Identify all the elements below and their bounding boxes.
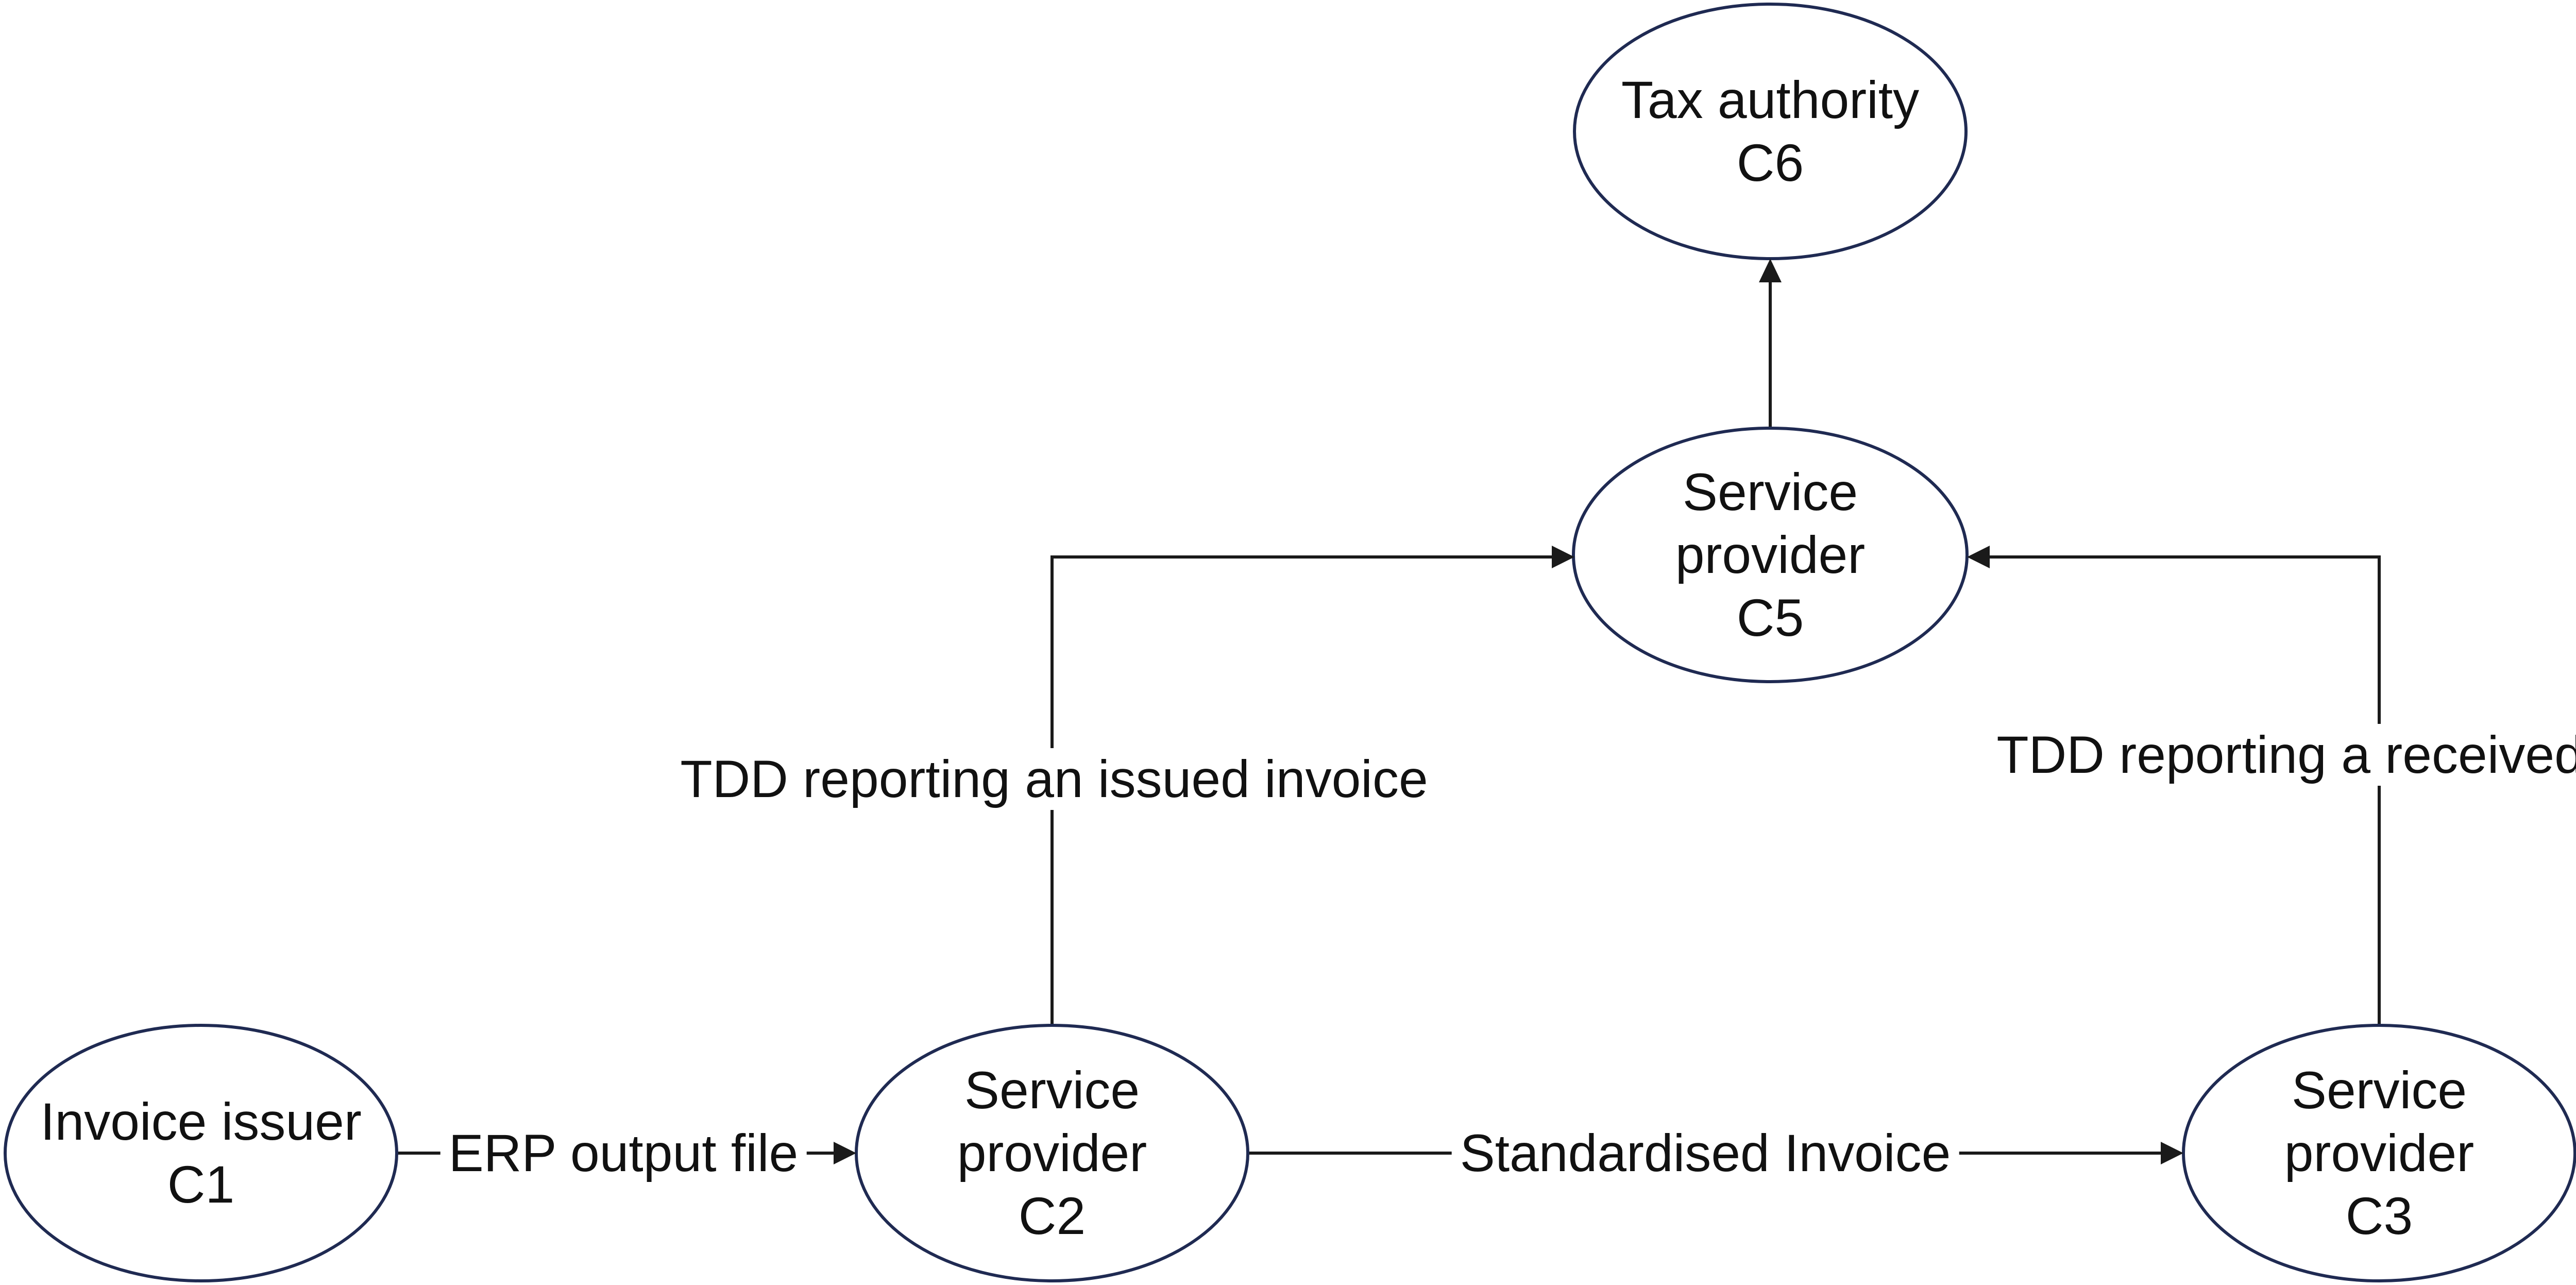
node-c2-label-line: C2 [1018,1187,1086,1245]
arrowhead-right-into-c2-icon [834,1142,856,1164]
arrowhead-right-into-c3-icon [2161,1142,2183,1164]
edge-c3-c5-line [1989,555,2381,1024]
node-c6-label: Tax authority C6 [1621,69,1919,194]
node-c6-label-line: C6 [1736,133,1804,192]
node-c3-label-line: Service [2291,1061,2467,1120]
node-c2-label-line: Service [964,1061,1140,1120]
node-c5-ellipse [1572,427,1969,683]
node-c2-label-line: provider [957,1124,1147,1182]
node-c1-label: Invoice issuer C1 [40,1090,362,1216]
node-c3-label: Service provider C3 [2284,1059,2475,1247]
node-c5-label-line: C5 [1736,588,1804,647]
edge-label-standardised-invoice: Standardised Invoice [1451,1122,1959,1184]
arrowhead-left-into-c5-icon [1967,546,1990,568]
node-c1-label-line: C1 [167,1155,235,1214]
edge-c2-c5-line [1050,555,1553,1024]
node-c1-label-line: Invoice issuer [40,1092,362,1151]
node-c3-label-line: provider [2284,1124,2475,1182]
node-c5-label-line: provider [1675,526,1866,584]
edge-label-tdd-received-invoice: TDD reporting a received invoice [1988,724,2576,786]
arrowhead-right-into-c5-icon [1552,546,1574,568]
node-c2-label: Service provider C2 [957,1059,1147,1247]
node-c6-label-line: Tax authority [1621,71,1920,129]
node-c5-label: Service provider C5 [1675,461,1866,649]
node-c1-ellipse [4,1024,398,1282]
edge-label-tdd-issued-invoice: TDD reporting an issued invoice [672,748,1436,810]
edge-label-erp-output-file: ERP output file [440,1122,807,1184]
node-c5-label-line: Service [1682,463,1858,521]
arrowhead-up-into-c6-icon [1759,259,1782,282]
node-c3-label-line: C3 [2345,1187,2413,1245]
